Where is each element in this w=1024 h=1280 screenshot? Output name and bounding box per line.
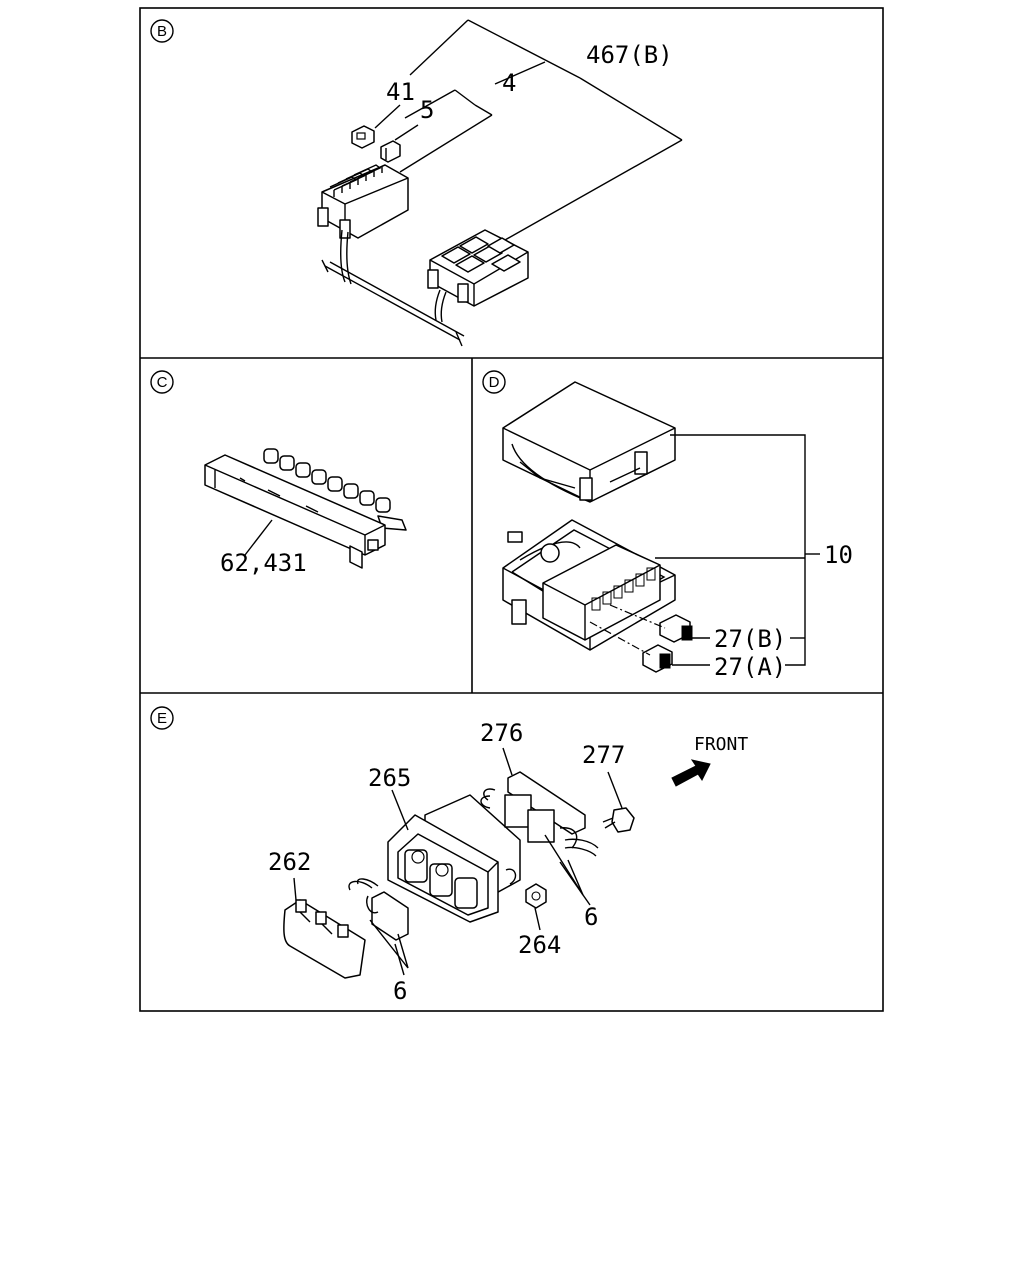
svg-text:E: E — [157, 710, 167, 727]
label-41: 41 — [386, 78, 415, 106]
terminal-5 — [380, 140, 401, 163]
panel-c: C 62,431 — [150, 370, 407, 577]
label-27a: 27(A) — [714, 653, 786, 681]
label-10: 10 — [824, 541, 853, 569]
label-27b: 27(B) — [714, 625, 786, 653]
label-62-431: 62,431 — [220, 549, 307, 577]
label-467b: 467(B) — [586, 41, 673, 69]
panel-b-badge: B — [150, 19, 174, 43]
connector-block-right — [427, 229, 529, 307]
diagram-frame — [139, 7, 884, 1012]
label-6-left: 6 — [393, 977, 407, 1005]
panel-b-wires — [321, 229, 465, 347]
connector-housing-265 — [387, 794, 521, 923]
panel-b-leaders — [374, 19, 683, 241]
connector-block-left — [317, 164, 409, 239]
relay-module-slots — [591, 567, 656, 611]
svg-text:C: C — [157, 374, 168, 391]
connector-right-cells — [441, 236, 521, 273]
terminal-6-left — [348, 878, 409, 941]
svg-text:B: B — [157, 23, 167, 40]
panel-d: D — [482, 370, 853, 681]
retainer-276 — [480, 771, 599, 885]
label-5: 5 — [420, 96, 434, 124]
panel-e-leaders — [293, 747, 623, 976]
connector-left-slots — [329, 164, 383, 197]
relay-box-cover — [502, 381, 676, 503]
panel-b: B — [150, 19, 683, 347]
relay-module — [542, 544, 661, 641]
cover-262 — [283, 899, 366, 979]
panel-c-badge: C — [150, 370, 174, 394]
terminal-strip-tabs — [263, 448, 407, 531]
fuse-27a — [642, 644, 673, 673]
nut-264 — [525, 883, 547, 909]
label-262: 262 — [268, 848, 311, 876]
bolt-277 — [602, 807, 635, 833]
label-277: 277 — [582, 741, 625, 769]
label-6-right: 6 — [584, 903, 598, 931]
terminal-strip — [204, 448, 407, 569]
front-arrow-icon — [671, 759, 711, 787]
panel-e-badge: E — [150, 706, 174, 730]
label-front: FRONT — [694, 734, 748, 755]
label-276: 276 — [480, 719, 523, 747]
panel-d-leaders — [655, 434, 820, 666]
label-265: 265 — [368, 764, 411, 792]
label-4: 4 — [502, 69, 516, 97]
terminal-41 — [351, 125, 375, 149]
panel-d-badge: D — [482, 370, 506, 394]
svg-text:D: D — [489, 374, 500, 391]
panel-e: E FRONT — [150, 706, 748, 1005]
fuse-27b — [659, 614, 693, 643]
label-264: 264 — [518, 931, 561, 959]
